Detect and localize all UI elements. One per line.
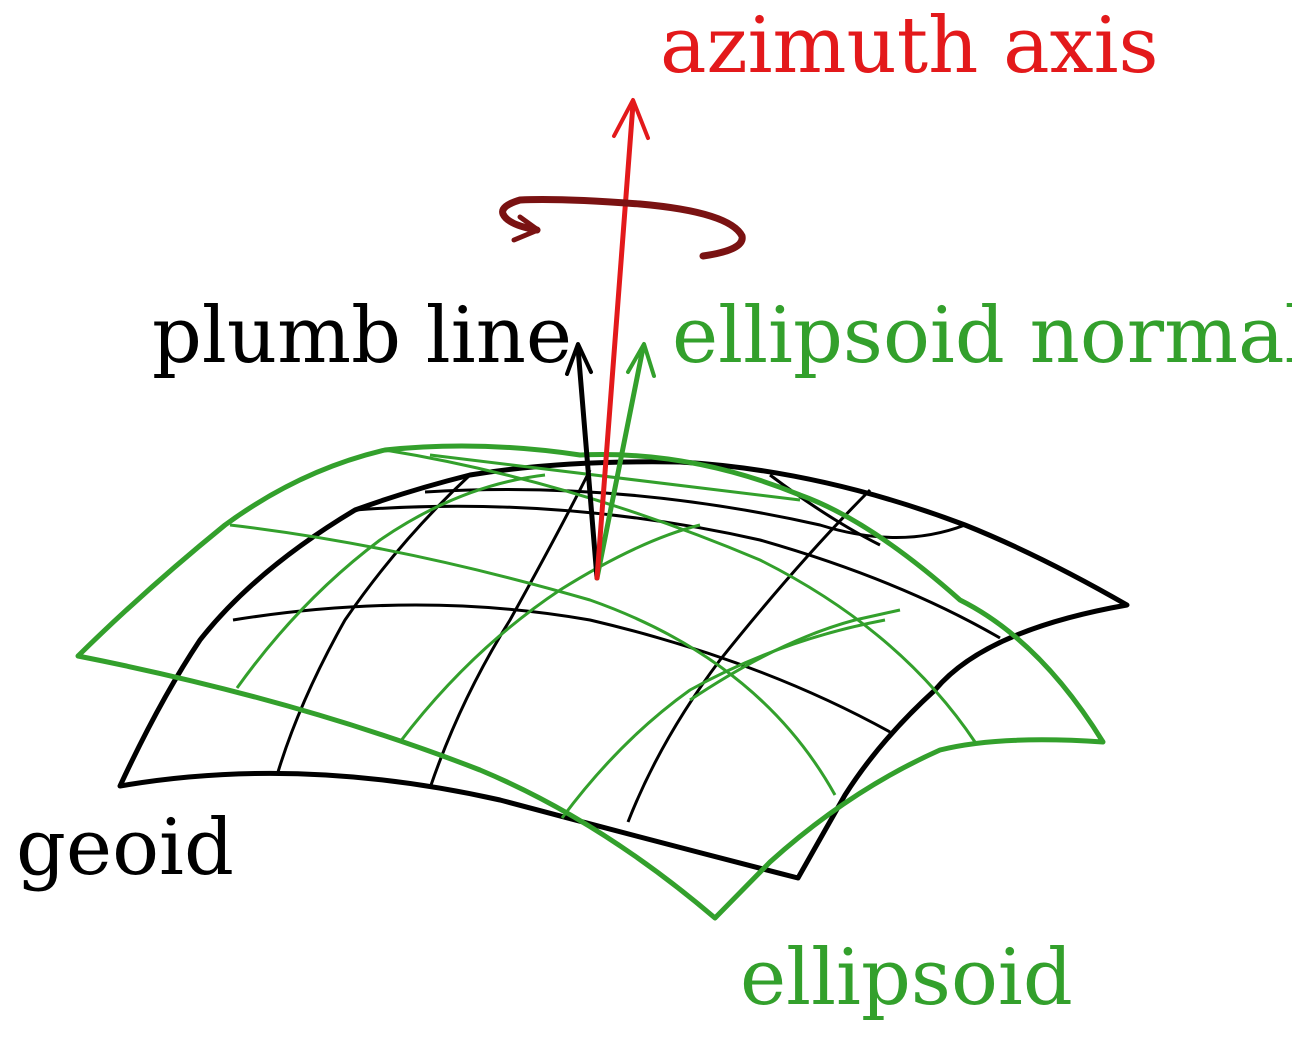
- rotation-arrow-icon: [499, 196, 746, 260]
- geoid-grid-line: [626, 488, 872, 823]
- azimuth-axis-label: azimuth axis: [660, 1, 1159, 91]
- ellipsoid-grid-line: [689, 608, 901, 702]
- ellipsoid-grid-line: [560, 618, 886, 819]
- plumb-line-arrowhead: [565, 342, 593, 376]
- ellipsoid-label: ellipsoid: [740, 933, 1073, 1023]
- ellipsoid-grid-line: [384, 448, 977, 743]
- plumb-line-vector: [575, 345, 600, 581]
- plumb-line-label: plumb line: [152, 291, 572, 381]
- ellipsoid-outline: [75, 443, 1106, 921]
- geoid-grid-line: [276, 473, 472, 773]
- geoid-grid-line: [428, 469, 592, 789]
- ellipsoid-grid-line: [229, 523, 837, 796]
- geoid-mesh: [117, 459, 1130, 881]
- geoid-grid-line: [354, 504, 1001, 640]
- azimuth-axis-arrowhead: [612, 98, 650, 140]
- geoid-grid-line: [232, 603, 891, 734]
- ellipsoid-normal-label: ellipsoid normal: [672, 291, 1292, 381]
- ellipsoid-normal-arrowhead: [626, 342, 656, 378]
- ellipsoid-grid-line: [429, 453, 801, 502]
- normal-vectors: [565, 98, 656, 581]
- geoid-outline: [117, 459, 1130, 881]
- ellipsoid-grid-line: [398, 523, 701, 743]
- geoid-grid-line: [424, 487, 966, 539]
- geoid-label: geoid: [16, 803, 234, 893]
- ellipsoid-normal-vector: [594, 345, 646, 581]
- azimuth-axis-vector: [594, 101, 636, 581]
- ellipsoid-grid-line: [235, 473, 546, 689]
- ellipsoid-mesh: [75, 443, 1106, 921]
- geoid-grid-line: [769, 473, 881, 547]
